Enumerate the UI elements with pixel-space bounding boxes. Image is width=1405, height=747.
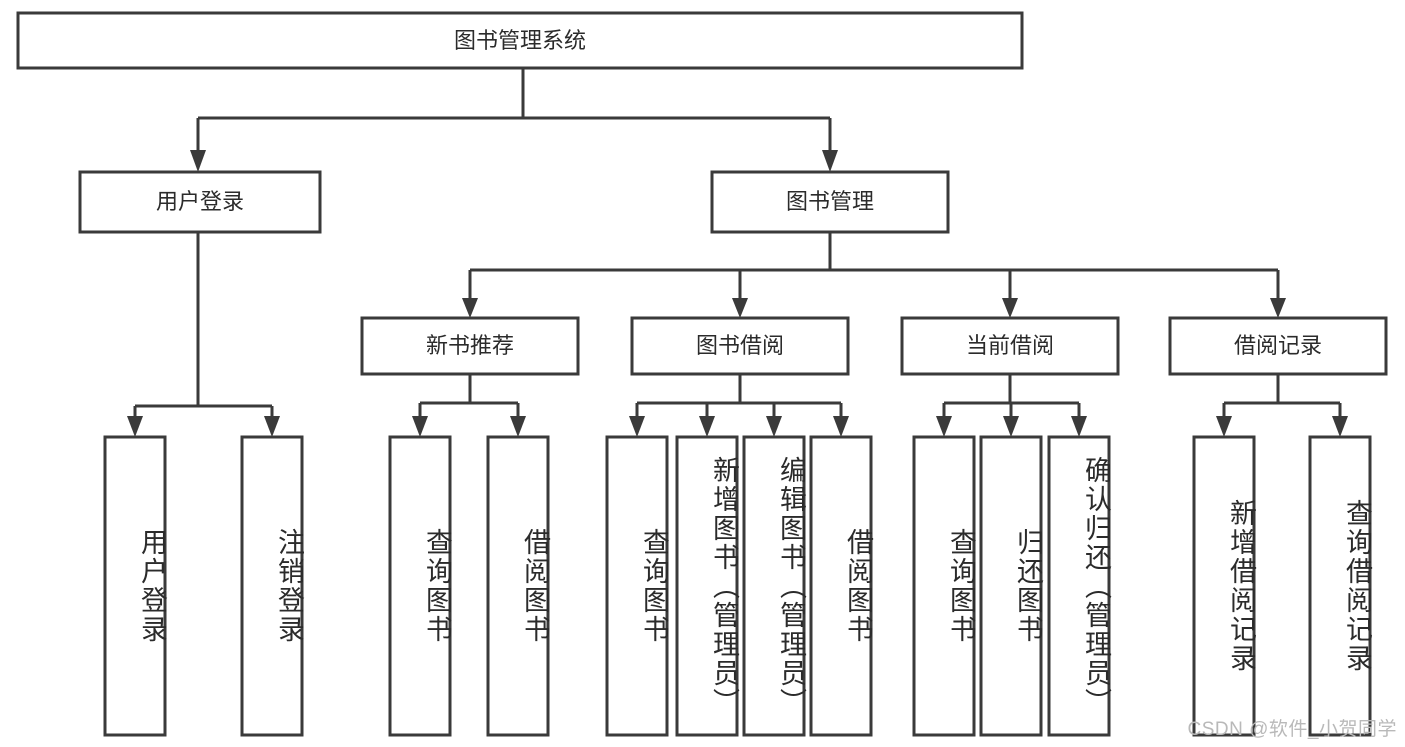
node-leaf-current-2[interactable] xyxy=(979,435,1043,737)
node-leaf-recommend-2[interactable] xyxy=(486,435,550,737)
node-leaf-borrow-2[interactable] xyxy=(675,435,739,737)
node-root[interactable] xyxy=(16,11,1024,70)
node-leaf-user-login-2[interactable] xyxy=(240,435,304,737)
arrow-leaf-record-2 xyxy=(1332,416,1348,437)
node-leaf-current-1[interactable] xyxy=(912,435,976,737)
node-current-borrow[interactable] xyxy=(900,316,1120,376)
arrow-leaf-record-1 xyxy=(1216,416,1232,437)
node-leaf-borrow-3[interactable] xyxy=(742,435,806,737)
arrow-to-current xyxy=(1002,298,1018,318)
node-leaf-borrow-1[interactable] xyxy=(605,435,669,737)
arrow-leaf-borrow-1 xyxy=(629,416,645,437)
arrow-leaf-borrow-4 xyxy=(833,416,849,437)
arrow-leaf-borrow-3 xyxy=(766,416,782,437)
node-new-book-recommend[interactable] xyxy=(360,316,580,376)
node-leaf-recommend-1[interactable] xyxy=(388,435,452,737)
node-book-borrow-label: 图书借阅 xyxy=(696,333,784,358)
node-borrow-record-label: 借阅记录 xyxy=(1234,333,1322,358)
arrow-leaf-borrow-2 xyxy=(699,416,715,437)
node-leaf-user-login-1[interactable] xyxy=(103,435,167,737)
arrow-to-record xyxy=(1270,298,1286,318)
arrow-to-recommend xyxy=(462,298,478,318)
node-book-borrow[interactable] xyxy=(630,316,850,376)
node-user-login-label: 用户登录 xyxy=(156,189,244,214)
node-current-borrow-label: 当前借阅 xyxy=(966,333,1054,358)
node-user-login[interactable] xyxy=(78,170,322,234)
node-book-manage-label: 图书管理 xyxy=(786,189,874,214)
arrow-leaf-current-2 xyxy=(1003,416,1019,437)
arrow-leaf-recommend-1 xyxy=(412,416,428,437)
arrow-to-book-manage xyxy=(822,150,838,172)
node-leaf-record-1[interactable] xyxy=(1192,435,1256,737)
arrow-leaf-current-3 xyxy=(1071,416,1087,437)
connector-layer xyxy=(127,68,1348,437)
arrow-leaf-user-login-1 xyxy=(127,416,143,437)
arrow-to-borrow xyxy=(732,298,748,318)
node-borrow-record[interactable] xyxy=(1168,316,1388,376)
node-leaf-borrow-4[interactable] xyxy=(809,435,873,737)
node-layer: 图书管理系统 用户登录 图书管理 新书推荐 图书借阅 当前借阅 借阅记录 xyxy=(16,11,1388,737)
arrow-leaf-user-login-2 xyxy=(264,416,280,437)
node-leaf-record-2[interactable] xyxy=(1308,435,1372,737)
node-leaf-current-3[interactable] xyxy=(1047,435,1111,737)
node-root-label: 图书管理系统 xyxy=(454,28,586,53)
node-book-manage[interactable] xyxy=(710,170,950,234)
csdn-watermark: CSDN @软件_小贺同学 xyxy=(1187,719,1397,740)
node-new-book-recommend-label: 新书推荐 xyxy=(426,333,514,358)
arrow-leaf-recommend-2 xyxy=(510,416,526,437)
arrow-leaf-current-1 xyxy=(936,416,952,437)
arrow-to-user-login xyxy=(190,150,206,172)
